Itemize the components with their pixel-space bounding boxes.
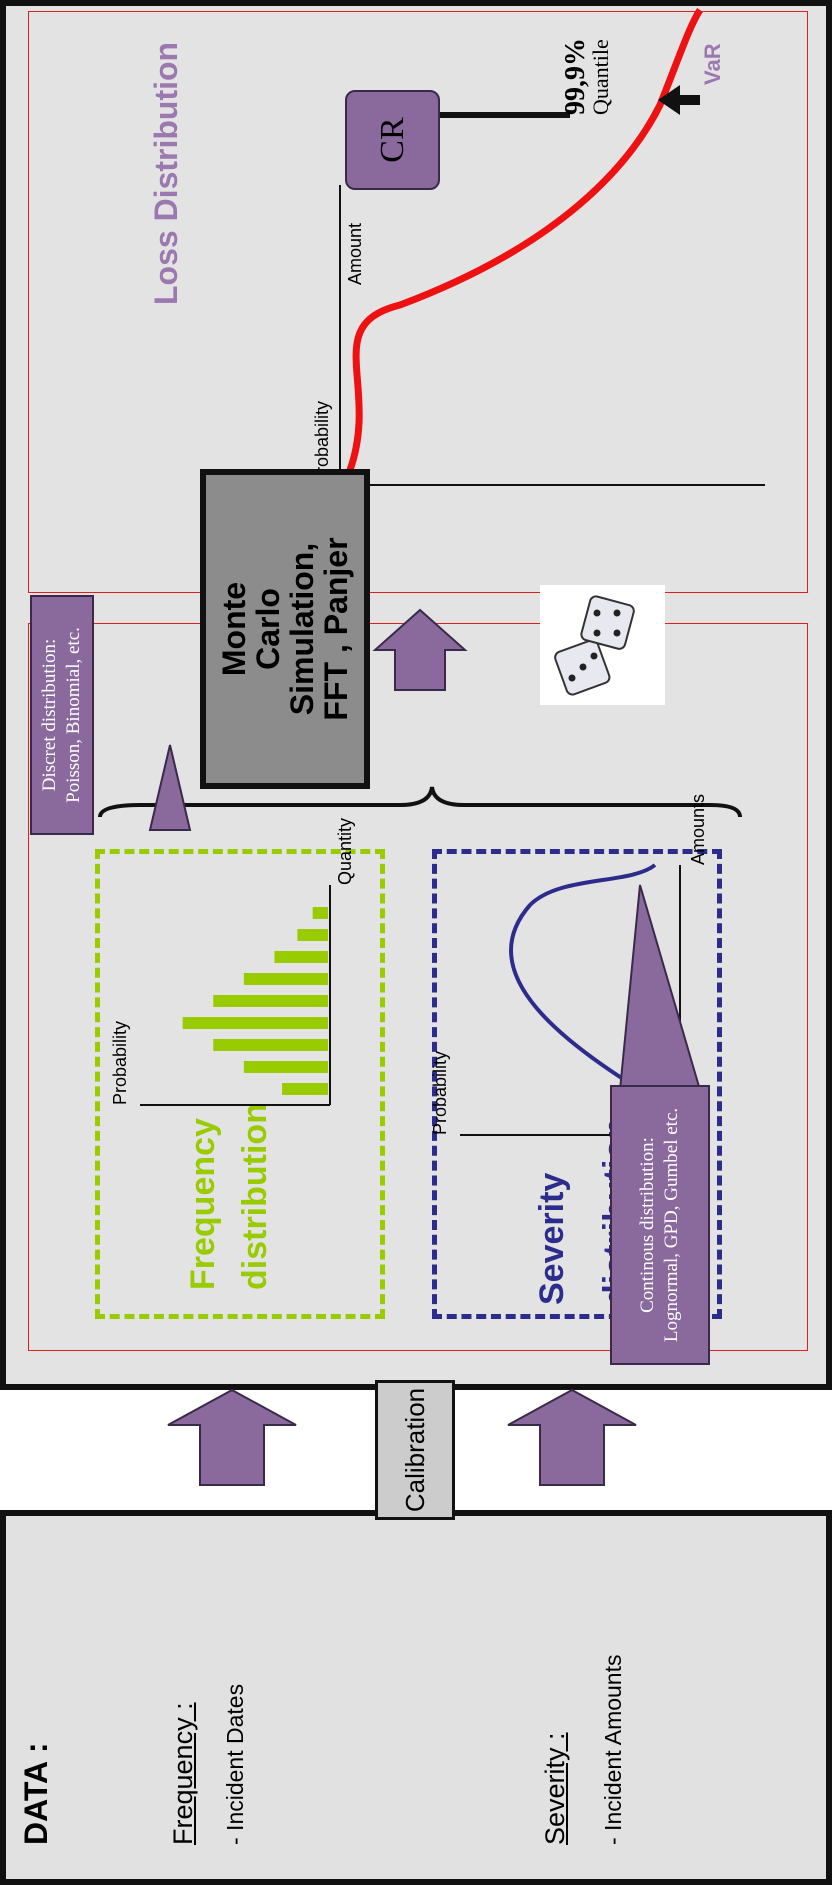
cr-label: CR — [373, 117, 411, 163]
arrow-up-icon — [507, 1388, 637, 1486]
loss-x-label: Amount — [345, 222, 365, 285]
loss-axes — [339, 185, 765, 486]
discrete-callout: Discret distribution: Poisson, Binomial,… — [30, 595, 94, 835]
cr-box: CR — [345, 90, 440, 190]
calibration-label: Calibration — [399, 1387, 430, 1513]
monte-carlo-line3: Simulation, — [284, 542, 320, 716]
monte-carlo-line4: FFT , Panjer — [318, 537, 354, 721]
frequency-y-label: Probability — [110, 1020, 130, 1105]
continuous-callout-line2: Lognormal, GPD, Gumbel etc. — [661, 1107, 682, 1343]
monte-carlo-line2: Carlo — [250, 588, 286, 670]
frequency-axes — [140, 885, 331, 1106]
loss-curve — [346, 8, 703, 472]
frequency-x-label: Quantity — [335, 817, 355, 885]
severity-y-label: Probability — [430, 1050, 450, 1135]
monte-carlo-line1: Monte — [216, 581, 252, 677]
discrete-callout-line2: Poisson, Binomial, etc. — [63, 627, 84, 803]
discrete-callout-line1: Discret distribution: — [39, 638, 60, 792]
arrow-up-icon — [167, 1388, 297, 1486]
frequency-bar — [297, 929, 328, 941]
frequency-bar — [243, 1061, 329, 1073]
callout-2-pointer — [618, 884, 702, 1091]
quantile-word: Quantile — [588, 39, 613, 115]
dice-icon — [540, 585, 665, 705]
frequency-bar — [282, 1083, 329, 1095]
continuous-callout-line1: Continous distribution: — [637, 1137, 658, 1313]
continuous-callout: Continous distribution: Lognormal, GPD, … — [610, 1085, 710, 1365]
var-label: VaR — [700, 43, 725, 85]
curly-brace — [98, 786, 742, 818]
frequency-bar — [312, 907, 329, 919]
loss-title: Loss Distribution — [148, 41, 184, 305]
severity-x-label: Amounts — [688, 793, 708, 865]
frequency-bar — [213, 995, 328, 1007]
monte-carlo-box: Monte Carlo Simulation, FFT , Panjer — [200, 469, 370, 789]
severity-curve — [509, 863, 682, 1117]
frequency-bar — [243, 973, 329, 985]
frequency-bars — [182, 907, 329, 1095]
frequency-bar — [182, 1017, 328, 1029]
callout-1-pointer — [148, 744, 192, 831]
arrow-right-icon — [658, 85, 700, 115]
frequency-bar — [213, 1039, 328, 1051]
calibration-box: Calibration — [375, 1380, 455, 1520]
frequency-bar — [274, 951, 329, 963]
arrow-up-icon — [372, 608, 468, 691]
